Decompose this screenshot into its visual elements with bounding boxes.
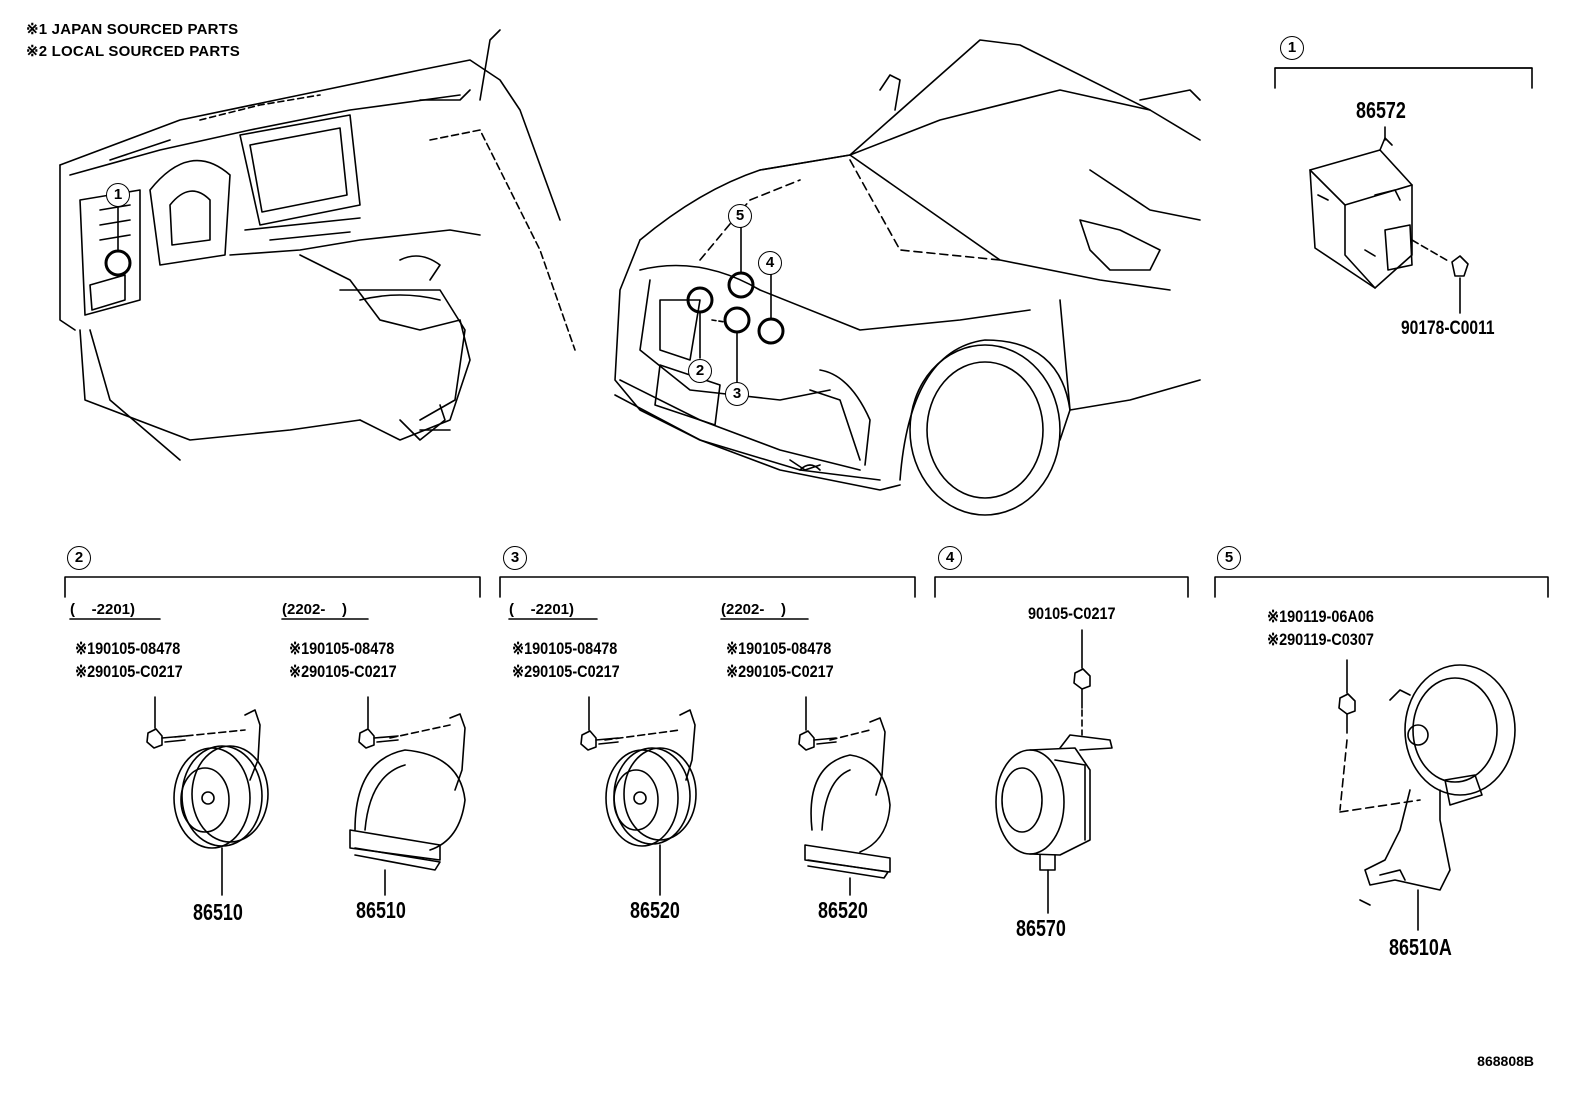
callout-5-car[interactable]: 5 bbox=[728, 204, 752, 228]
callout-4-car[interactable]: 4 bbox=[758, 251, 782, 275]
group-4-number: 4 bbox=[938, 546, 962, 570]
part-86520-b-label[interactable]: 86520 bbox=[818, 897, 868, 923]
group-1-number: 1 bbox=[1280, 36, 1304, 60]
note-local-sourced: ※2 LOCAL SOURCED PARTS bbox=[26, 43, 240, 60]
part-86570-label[interactable]: 86570 bbox=[1016, 915, 1066, 941]
g2-b-bolt2-label[interactable]: ※290105-C0217 bbox=[289, 662, 397, 681]
g3-range-b: (2202- ) bbox=[721, 601, 787, 618]
bracket-2 bbox=[64, 576, 481, 598]
g5-bolt1-label[interactable]: ※190119-06A06 bbox=[1267, 607, 1374, 626]
bracket-1 bbox=[1274, 67, 1533, 89]
group-2-number: 2 bbox=[67, 546, 91, 570]
horn-86520-a-drawing bbox=[580, 696, 697, 896]
bracket-4 bbox=[934, 576, 1189, 598]
part-86510-b-label[interactable]: 86510 bbox=[356, 897, 406, 923]
note-japan-sourced: ※1 JAPAN SOURCED PARTS bbox=[26, 21, 239, 38]
car-illustration bbox=[614, 39, 1201, 516]
part-86572-label[interactable]: 86572 bbox=[1356, 97, 1406, 123]
g5-bolt2-label[interactable]: ※290119-C0307 bbox=[1267, 630, 1374, 649]
horn-86570-drawing bbox=[995, 629, 1113, 914]
g3-range-a: ( -2201) bbox=[509, 601, 575, 618]
callout-1-dashboard[interactable]: 1 bbox=[106, 183, 130, 207]
g2-a-bolt1-label[interactable]: ※190105-08478 bbox=[75, 639, 181, 658]
horn-86510a-drawing bbox=[1338, 659, 1516, 931]
horn-86520-b-drawing bbox=[798, 696, 891, 896]
g2-range-b: (2202- ) bbox=[282, 601, 348, 618]
part-86520-a-label[interactable]: 86520 bbox=[630, 897, 680, 923]
control-module-86572 bbox=[1309, 126, 1469, 314]
horn-86510-b-drawing bbox=[349, 696, 466, 896]
callout-2-car[interactable]: 2 bbox=[688, 359, 712, 383]
bracket-3 bbox=[499, 576, 916, 598]
dashboard-illustration bbox=[59, 29, 576, 461]
g3-b-bolt1-label[interactable]: ※190105-08478 bbox=[726, 639, 832, 658]
group-5-number: 5 bbox=[1217, 546, 1241, 570]
part-86510-a-label[interactable]: 86510 bbox=[193, 899, 243, 925]
bracket-5 bbox=[1214, 576, 1549, 598]
g2-range-a: ( -2201) bbox=[70, 601, 136, 618]
callout-3-car[interactable]: 3 bbox=[725, 382, 749, 406]
part-90105-c0217-label[interactable]: 90105-C0217 bbox=[1028, 604, 1116, 623]
g2-a-bolt2-label[interactable]: ※290105-C0217 bbox=[75, 662, 183, 681]
part-90178-c0011-label[interactable]: 90178-C0011 bbox=[1401, 318, 1495, 339]
horn-86510-a-drawing bbox=[146, 696, 269, 896]
group-3-number: 3 bbox=[503, 546, 527, 570]
g3-a-bolt2-label[interactable]: ※290105-C0217 bbox=[512, 662, 620, 681]
diagram-id: 868808B bbox=[1477, 1053, 1534, 1069]
g3-a-bolt1-label[interactable]: ※190105-08478 bbox=[512, 639, 618, 658]
g2-b-bolt1-label[interactable]: ※190105-08478 bbox=[289, 639, 395, 658]
part-86510a-label[interactable]: 86510A bbox=[1389, 934, 1452, 960]
g3-b-bolt2-label[interactable]: ※290105-C0217 bbox=[726, 662, 834, 681]
